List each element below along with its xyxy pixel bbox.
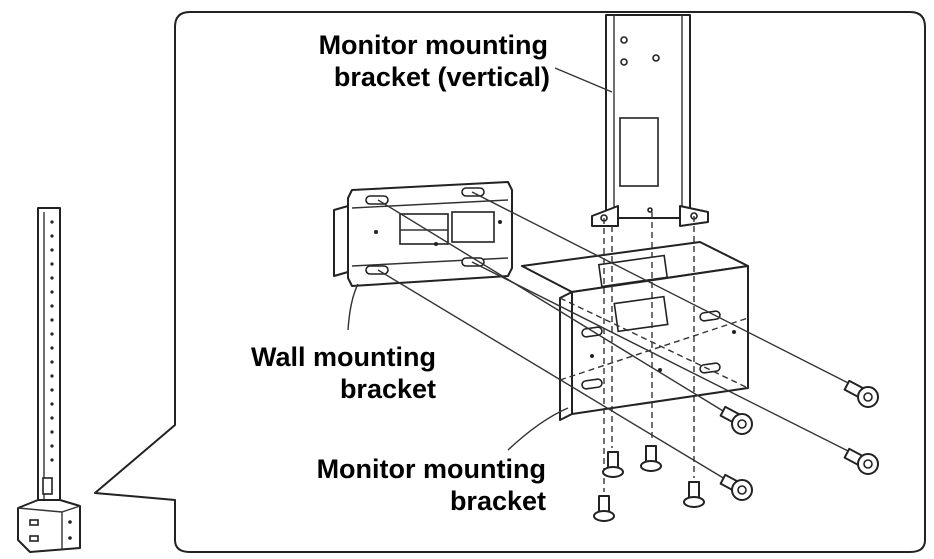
monitor-bracket bbox=[521, 241, 749, 421]
monitor-bracket-leader bbox=[507, 407, 569, 451]
wall-bracket bbox=[333, 181, 513, 287]
monitor-bracket-label-line2: bracket bbox=[450, 486, 546, 516]
vertical-bracket-label-line2: bracket (vertical) bbox=[334, 62, 550, 92]
overview-stand bbox=[17, 207, 81, 553]
screw-6 bbox=[640, 445, 662, 472]
overview-stand-holes bbox=[50, 220, 54, 462]
screw-7 bbox=[593, 495, 615, 522]
monitor-bracket-label-line1: Monitor mounting bbox=[317, 454, 546, 484]
screw-2 bbox=[719, 405, 753, 435]
alignment-lines bbox=[377, 191, 863, 492]
callout-frame bbox=[94, 11, 926, 553]
wall-bracket-leader bbox=[347, 283, 359, 331]
screw-8 bbox=[683, 481, 705, 508]
screw-5 bbox=[602, 451, 624, 478]
screw-1 bbox=[843, 379, 879, 408]
vertical-bracket-leader bbox=[554, 67, 613, 93]
wall-bracket-label-line2: bracket bbox=[340, 374, 436, 404]
screw-4 bbox=[719, 473, 753, 501]
vertical-bracket-label-line1: Monitor mounting bbox=[319, 30, 548, 60]
screw-3 bbox=[843, 447, 879, 475]
wall-bracket-label-line1: Wall mounting bbox=[251, 342, 436, 372]
vertical-bracket bbox=[591, 14, 709, 227]
